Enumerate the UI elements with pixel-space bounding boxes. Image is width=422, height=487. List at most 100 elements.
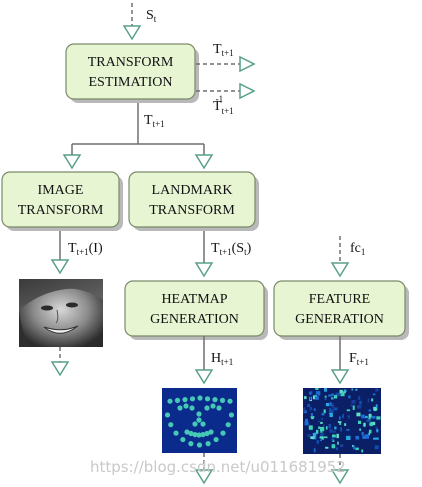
feature-cell xyxy=(368,432,370,436)
label-t-landmark: Tt+1(St) xyxy=(211,241,252,257)
feature-cell xyxy=(310,416,315,418)
feature-cell xyxy=(368,429,372,434)
feature-cell xyxy=(368,417,371,421)
feature-cell xyxy=(368,413,372,418)
feature-cell xyxy=(346,409,351,412)
feature-cell xyxy=(376,388,379,392)
feature-cell xyxy=(358,420,362,424)
image-transform-node: IMAGE TRANSFORM xyxy=(1,171,123,231)
feature-out-arrowhead xyxy=(330,469,350,485)
feature-map xyxy=(303,388,381,454)
feature-cell xyxy=(313,408,316,411)
feature-cell xyxy=(376,416,381,420)
heatmap-out-arrowhead xyxy=(194,469,214,485)
feature-cell xyxy=(339,422,342,425)
feature-cell xyxy=(320,432,325,436)
feature-cell xyxy=(331,437,334,441)
heatmap-dot xyxy=(168,422,174,428)
feature-cell xyxy=(324,388,327,392)
image-transform-line1: IMAGE xyxy=(38,183,84,198)
heatmap-dot xyxy=(196,432,202,438)
feature-cell xyxy=(366,419,371,423)
feature-cell xyxy=(339,444,344,448)
face-arrowhead xyxy=(50,259,70,275)
feature-cell xyxy=(332,434,336,438)
heatmap-dot xyxy=(189,405,195,411)
output-top-arrowhead xyxy=(239,55,256,73)
feature-cell xyxy=(352,445,354,448)
heatmap-dot xyxy=(227,398,233,404)
feature-cell xyxy=(307,434,311,438)
heatmap-generation-line2: GENERATION xyxy=(150,312,239,327)
feature-cell xyxy=(357,405,362,409)
heatmap-dot xyxy=(197,395,203,401)
image-transform-arrowhead xyxy=(62,154,82,170)
feature-cell xyxy=(355,447,359,451)
heatmap-dot xyxy=(219,397,226,403)
feature-cell xyxy=(359,428,362,431)
feature-cell xyxy=(310,396,312,400)
heatmap-dot xyxy=(167,398,173,404)
feature-cell xyxy=(364,434,369,438)
feature-cell xyxy=(331,393,335,396)
heatmap-generation-node: HEATMAP GENERATION xyxy=(124,280,268,340)
feature-cell xyxy=(317,420,321,423)
feature-cell xyxy=(372,393,376,396)
feature-cell xyxy=(340,392,345,397)
feature-cell xyxy=(320,433,323,439)
feature-cell xyxy=(374,437,379,440)
watermark: https://blog.csdn.net/u011681952 xyxy=(90,458,346,476)
feature-cell xyxy=(331,403,335,408)
feature-cell xyxy=(308,425,313,430)
heatmap-dot xyxy=(164,412,171,418)
feature-cell xyxy=(374,445,379,450)
feature-cell xyxy=(313,448,316,453)
heatmap-dot xyxy=(210,403,216,409)
feature-cell xyxy=(371,415,376,419)
feature-cell xyxy=(335,447,338,451)
feature-cell xyxy=(337,441,339,445)
landmark-transform-line2: TRANSFORM xyxy=(149,203,235,218)
heatmap-dot xyxy=(192,431,198,438)
feature-cell xyxy=(312,432,317,438)
feature-cell xyxy=(361,431,364,436)
feature-cell xyxy=(328,424,331,429)
feature-cell xyxy=(318,426,320,429)
feature-cell xyxy=(325,426,328,430)
transform-estimation-line2: ESTIMATION xyxy=(89,75,173,90)
feature-cell xyxy=(375,388,378,392)
feature-cell xyxy=(309,392,312,395)
heatmap-dot xyxy=(213,436,219,443)
feature-cell xyxy=(344,423,347,426)
heatmap-dot xyxy=(225,422,231,428)
feature-cell xyxy=(335,392,340,396)
feature-cell xyxy=(359,400,362,405)
feature-cell xyxy=(320,421,323,424)
feature-cell xyxy=(351,400,356,404)
heatmap-dot xyxy=(228,412,235,418)
feature-cell xyxy=(310,436,315,439)
heatmap-dot xyxy=(174,397,181,403)
feature-cell xyxy=(350,404,353,407)
feature-cell xyxy=(321,412,325,416)
feature-cell xyxy=(331,444,336,449)
feature-cell xyxy=(371,398,374,402)
heatmap-dot xyxy=(188,430,194,437)
landmark-transform-arrowhead xyxy=(194,154,214,170)
feature-cell xyxy=(367,398,370,403)
feature-cell xyxy=(355,435,360,440)
heatmap-generation-line1: HEATMAP xyxy=(161,292,227,307)
heatmap-dot xyxy=(200,421,206,427)
feature-cell xyxy=(356,412,361,417)
feature-cell xyxy=(361,449,364,453)
feature-cell xyxy=(325,446,329,449)
feature-cell xyxy=(375,426,378,429)
feature-cell xyxy=(329,409,334,414)
heatmap-dot xyxy=(204,405,210,411)
feature-cell xyxy=(353,445,356,450)
label-t-image: Tt+1(I) xyxy=(68,241,103,257)
heatmap-dot xyxy=(216,405,222,411)
feature-cell xyxy=(358,396,361,400)
feature-cell xyxy=(328,394,332,397)
